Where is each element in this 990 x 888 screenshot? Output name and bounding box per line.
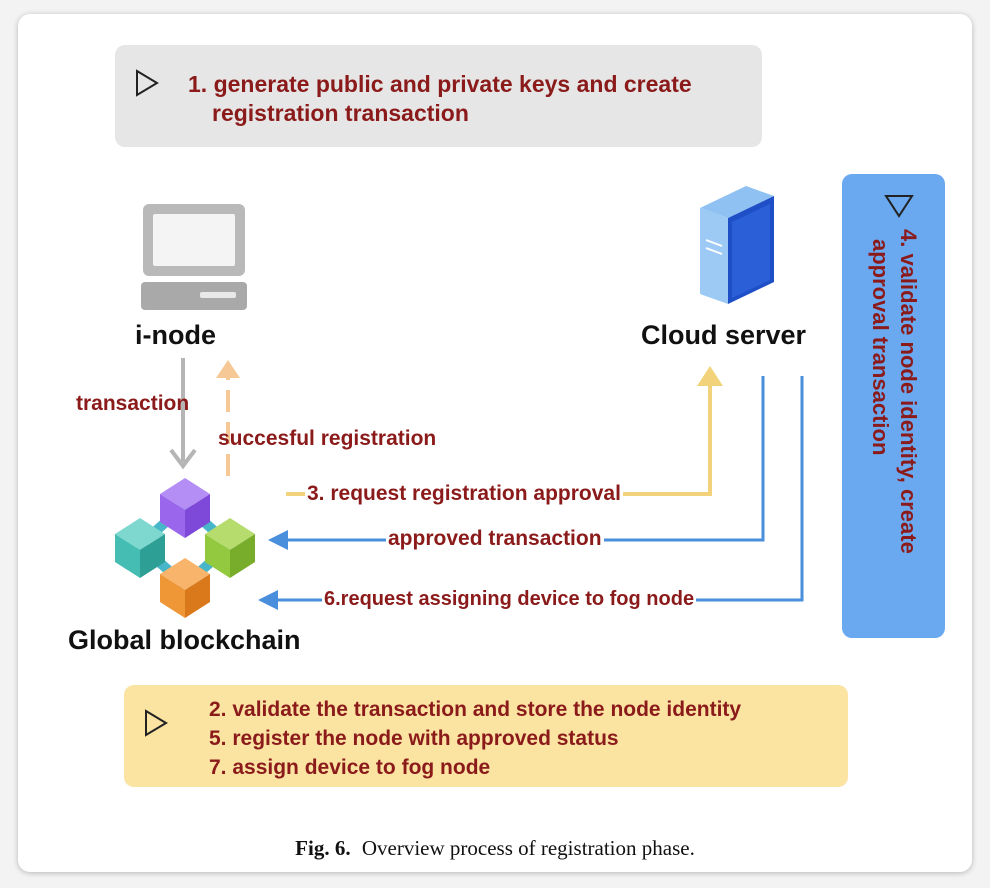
blockchain-icon bbox=[115, 478, 255, 618]
server-icon bbox=[700, 186, 774, 304]
steps-text: 2. validate the transaction and store th… bbox=[209, 695, 741, 782]
play-triangle-down-icon bbox=[884, 194, 914, 223]
step-7-line: 7. assign device to fog node bbox=[209, 756, 491, 779]
succesful-registration-label: succesful registration bbox=[218, 427, 437, 450]
step-1-line-1: 1. generate public and private keys and … bbox=[188, 71, 692, 97]
computer-icon bbox=[141, 204, 247, 310]
step-1-line-2: registration transaction bbox=[212, 100, 469, 126]
step-1-box: 1. generate public and private keys and … bbox=[115, 45, 762, 147]
step-1-text: 1. generate public and private keys and … bbox=[188, 70, 692, 128]
succesful-registration-arrow bbox=[216, 360, 240, 476]
transaction-label: transaction bbox=[76, 392, 190, 415]
cloud-server-title: Cloud server bbox=[641, 320, 807, 350]
request-assign-label: 6.request assigning device to fog node bbox=[322, 588, 697, 611]
step-4-box: 4. validate node identity, create approv… bbox=[842, 174, 945, 638]
caption-text: Overview process of registration phase. bbox=[361, 836, 695, 860]
approved-transaction-arrow bbox=[268, 376, 765, 550]
step-2-line: 2. validate the transaction and store th… bbox=[209, 698, 742, 721]
figure-caption: Fig. 6. Overview process of registration… bbox=[0, 836, 990, 861]
transaction-arrow bbox=[169, 358, 197, 470]
step-5-line: 5. register the node with approved statu… bbox=[209, 727, 619, 750]
play-triangle-icon bbox=[135, 69, 159, 102]
blockchain-title: Global blockchain bbox=[68, 625, 301, 655]
request-approval-label: 3. request registration approval bbox=[305, 482, 623, 506]
steps-2-5-7-box: 2. validate the transaction and store th… bbox=[124, 685, 848, 787]
caption-fig-number: Fig. 6. bbox=[295, 836, 351, 860]
play-triangle-icon bbox=[144, 709, 168, 742]
inode-title: i-node bbox=[135, 320, 216, 350]
approved-transaction-label: approved transaction bbox=[386, 527, 604, 551]
